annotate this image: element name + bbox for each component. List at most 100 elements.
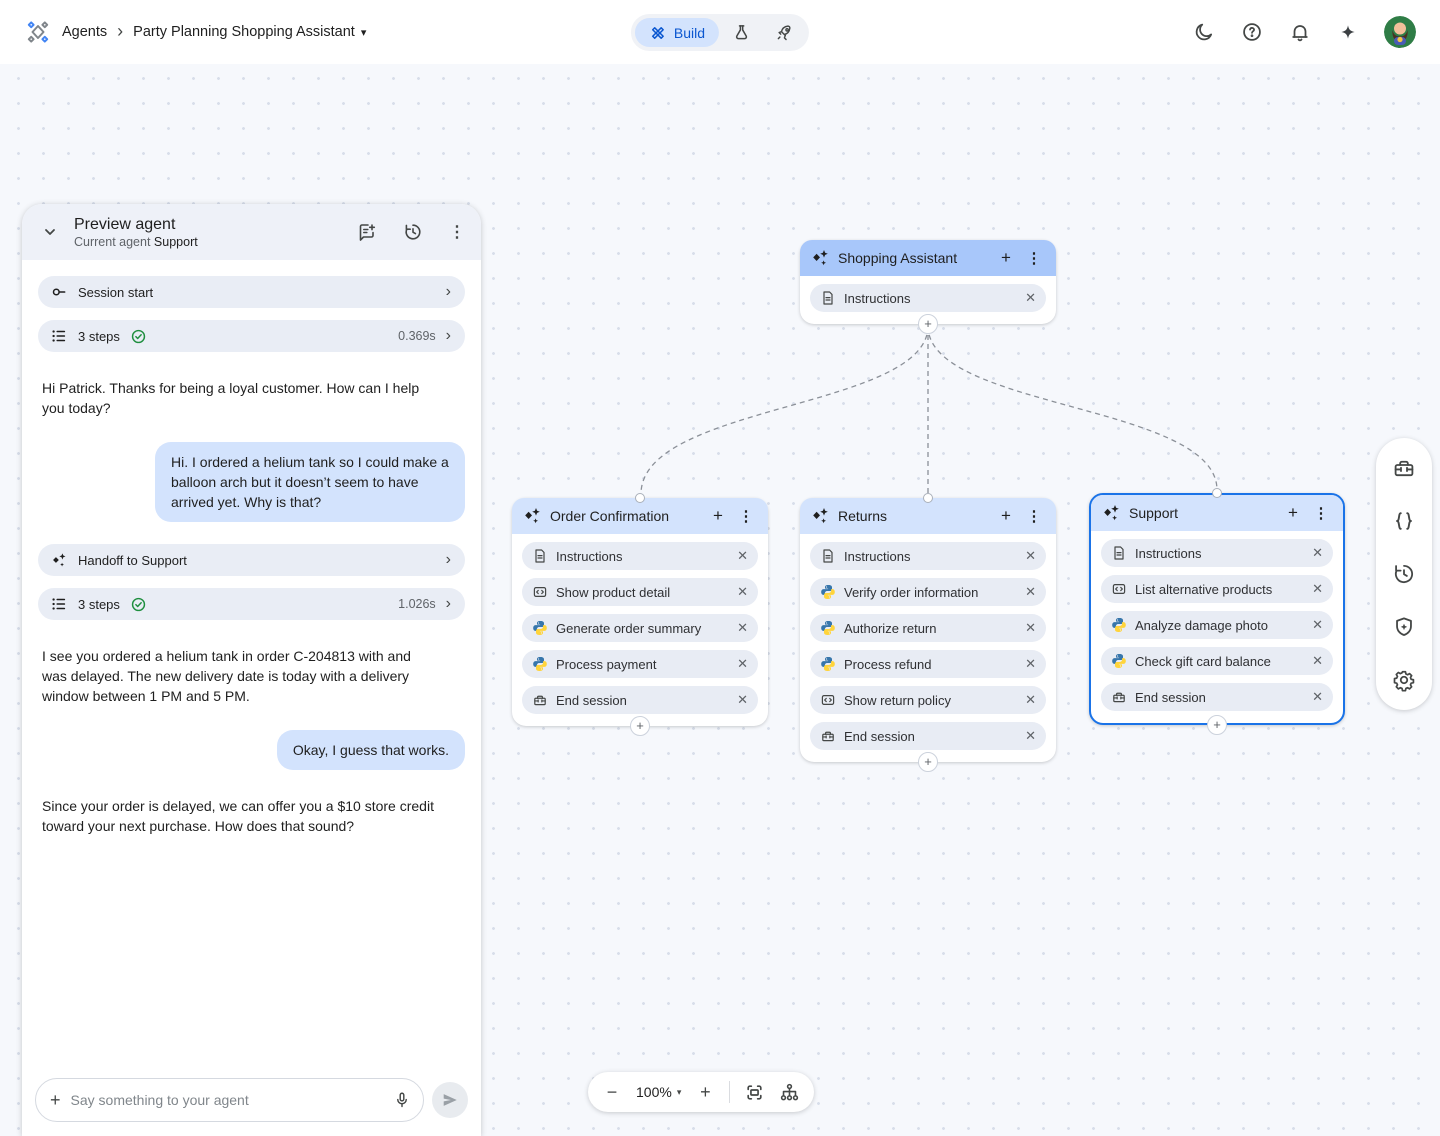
remove-tool-button[interactable]: ✕	[1025, 692, 1036, 707]
node-header[interactable]: Support + ⋮	[1091, 495, 1343, 531]
success-check-icon	[130, 596, 147, 613]
canvas-zoom-toolbar: − 100% ▾ +	[588, 1072, 815, 1112]
remove-tool-button[interactable]: ✕	[737, 548, 748, 563]
tool-instructions[interactable]: Instructions ✕	[1101, 539, 1333, 567]
tool-check-gift-card-balance[interactable]: Check gift card balance ✕	[1101, 647, 1333, 675]
node-order-confirmation[interactable]: Order Confirmation + ⋮ Instructions ✕ Sh…	[512, 493, 768, 736]
zoom-out-button[interactable]: −	[606, 1081, 618, 1102]
remove-tool-button[interactable]: ✕	[1025, 548, 1036, 563]
remove-tool-button[interactable]: ✕	[1025, 728, 1036, 743]
tool-list-alternative-products[interactable]: List alternative products ✕	[1101, 575, 1333, 603]
node-menu-button[interactable]: ⋮	[1026, 508, 1042, 525]
policy-shield-icon[interactable]	[1392, 615, 1416, 639]
event-session-start[interactable]: Session start ›	[38, 276, 465, 308]
chevron-right-icon: ›	[445, 551, 451, 568]
event-steps-1[interactable]: 3 steps 0.369s ›	[38, 320, 465, 352]
node-returns[interactable]: Returns + ⋮ Instructions ✕ Verify order …	[800, 493, 1056, 772]
add-child-agent-port[interactable]: +	[918, 752, 938, 772]
remove-tool-button[interactable]: ✕	[1025, 656, 1036, 671]
add-tool-button[interactable]: +	[1288, 503, 1298, 522]
node-menu-button[interactable]: ⋮	[1313, 505, 1329, 522]
tool-verify-order-information[interactable]: Verify order information ✕	[810, 578, 1046, 606]
collapse-panel-button[interactable]	[36, 218, 64, 246]
auto-layout-tree-icon[interactable]	[779, 1082, 800, 1103]
node-support[interactable]: Support + ⋮ Instructions ✕ List alternat…	[1089, 488, 1345, 735]
tab-deploy[interactable]	[764, 18, 805, 47]
remove-tool-button[interactable]: ✕	[737, 692, 748, 707]
conversation-area[interactable]: Session start › 3 steps 0.369s › Hi Patr…	[22, 260, 481, 1068]
chat-input[interactable]: + Say something to your agent	[35, 1078, 424, 1122]
add-child-agent-port[interactable]: +	[918, 314, 938, 334]
tool-authorize-return[interactable]: Authorize return ✕	[810, 614, 1046, 642]
node-menu-button[interactable]: ⋮	[1026, 250, 1042, 267]
notifications-bell-icon[interactable]	[1288, 20, 1312, 44]
flask-icon	[732, 23, 751, 42]
tool-instructions[interactable]: Instructions ✕	[522, 542, 758, 570]
toolbox-icon	[532, 692, 548, 708]
node-header[interactable]: Returns + ⋮	[800, 498, 1056, 534]
session-history-icon[interactable]	[403, 222, 423, 242]
tool-end-session[interactable]: End session ✕	[522, 686, 758, 714]
remove-tool-button[interactable]: ✕	[1025, 290, 1036, 305]
tool-process-payment[interactable]: Process payment ✕	[522, 650, 758, 678]
tool-instructions[interactable]: Instructions ✕	[810, 542, 1046, 570]
panel-menu-button[interactable]: ⋮	[449, 224, 465, 241]
gemini-sparkle-icon[interactable]	[1336, 20, 1360, 44]
user-avatar[interactable]	[1384, 16, 1416, 48]
mic-icon[interactable]	[393, 1091, 411, 1109]
add-tool-button[interactable]: +	[713, 506, 723, 525]
tool-generate-order-summary[interactable]: Generate order summary ✕	[522, 614, 758, 642]
app-logo[interactable]	[24, 18, 52, 46]
add-child-agent-port[interactable]: +	[630, 716, 650, 736]
remove-tool-button[interactable]: ✕	[737, 656, 748, 671]
tool-instructions[interactable]: Instructions ✕	[810, 284, 1046, 312]
event-steps-2[interactable]: 3 steps 1.026s ›	[38, 588, 465, 620]
tool-end-session[interactable]: End session ✕	[1101, 683, 1333, 711]
input-port[interactable]	[923, 493, 933, 503]
remove-tool-button[interactable]: ✕	[1312, 581, 1323, 596]
node-shopping-assistant[interactable]: Shopping Assistant + ⋮ Instructions ✕ +	[800, 240, 1056, 334]
python-icon	[532, 656, 548, 672]
attach-plus-icon[interactable]: +	[50, 1089, 61, 1110]
tool-show-return-policy[interactable]: Show return policy ✕	[810, 686, 1046, 714]
tool-analyze-damage-photo[interactable]: Analyze damage photo ✕	[1101, 611, 1333, 639]
zoom-level-select[interactable]: 100% ▾	[636, 1084, 682, 1100]
document-icon	[820, 290, 836, 306]
toolbox-panel-icon[interactable]	[1392, 456, 1416, 480]
node-header[interactable]: Shopping Assistant + ⋮	[800, 240, 1056, 276]
add-tool-button[interactable]: +	[1001, 506, 1011, 525]
node-header[interactable]: Order Confirmation + ⋮	[512, 498, 768, 534]
tab-build[interactable]: Build	[634, 18, 720, 47]
remove-tool-button[interactable]: ✕	[1312, 617, 1323, 632]
remove-tool-button[interactable]: ✕	[737, 620, 748, 635]
breadcrumb-current-agent[interactable]: Party Planning Shopping Assistant ▾	[133, 24, 367, 40]
new-conversation-icon[interactable]	[357, 222, 377, 242]
add-child-agent-port[interactable]: +	[1207, 715, 1227, 735]
remove-tool-button[interactable]: ✕	[1312, 545, 1323, 560]
input-port[interactable]	[635, 493, 645, 503]
node-menu-button[interactable]: ⋮	[738, 508, 754, 525]
event-handoff[interactable]: Handoff to Support ›	[38, 544, 465, 576]
send-button[interactable]	[432, 1082, 468, 1118]
settings-gear-icon[interactable]	[1392, 668, 1416, 692]
document-icon	[1111, 545, 1127, 561]
tool-show-product-detail[interactable]: Show product detail ✕	[522, 578, 758, 606]
zoom-in-button[interactable]: +	[700, 1081, 711, 1102]
tool-end-session[interactable]: End session ✕	[810, 722, 1046, 750]
add-tool-button[interactable]: +	[1001, 248, 1011, 267]
code-braces-icon[interactable]	[1392, 509, 1416, 533]
tab-evaluate[interactable]	[721, 18, 762, 47]
remove-tool-button[interactable]: ✕	[1312, 653, 1323, 668]
remove-tool-button[interactable]: ✕	[737, 584, 748, 599]
dark-mode-toggle-icon[interactable]	[1192, 20, 1216, 44]
tool-process-refund[interactable]: Process refund ✕	[810, 650, 1046, 678]
input-port[interactable]	[1212, 488, 1222, 498]
remove-tool-button[interactable]: ✕	[1025, 620, 1036, 635]
step-duration: 1.026s	[398, 597, 436, 611]
fit-to-screen-icon[interactable]	[744, 1082, 765, 1103]
help-icon[interactable]	[1240, 20, 1264, 44]
remove-tool-button[interactable]: ✕	[1025, 584, 1036, 599]
breadcrumb-agents[interactable]: Agents	[62, 24, 108, 40]
remove-tool-button[interactable]: ✕	[1312, 689, 1323, 704]
history-panel-icon[interactable]	[1392, 562, 1416, 586]
